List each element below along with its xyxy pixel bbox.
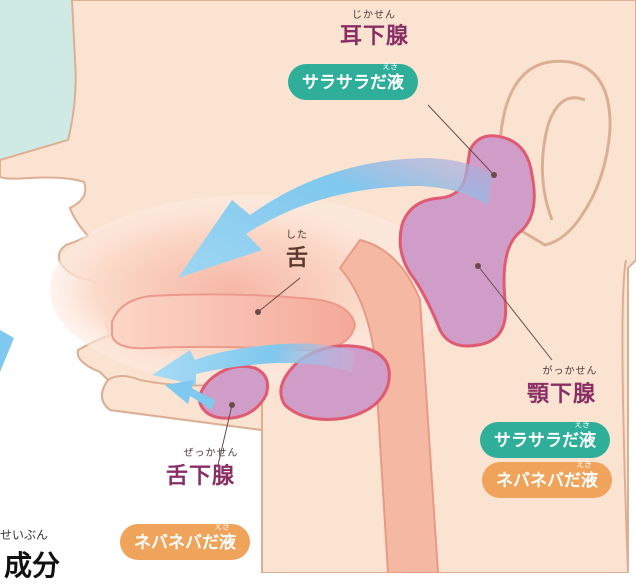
submandibular-saliva-text-serous: サラサラだ液 <box>494 431 596 451</box>
tongue-label: 舌 <box>286 240 308 272</box>
sublingual-saliva-badge: ネバネバだ液 えき <box>120 524 250 560</box>
parotid-label: 耳下腺 <box>340 18 409 50</box>
sublingual-leader-dot <box>229 402 235 408</box>
sublingual-label: 舌下腺 <box>166 458 235 490</box>
tongue-ruby: した <box>282 226 312 241</box>
parotid-saliva-text: サラサラだ液 <box>302 73 404 93</box>
tongue <box>112 294 355 350</box>
footer-ruby: せいぶん <box>0 526 48 543</box>
submandibular-label: 顎下腺 <box>527 376 596 408</box>
parotid-saliva-ruby: えき <box>382 61 398 73</box>
sublingual-saliva-ruby: えき <box>214 521 230 533</box>
submandibular-saliva-ruby-mucous: えき <box>576 459 592 471</box>
sublingual-ruby: ぜっかせん <box>176 444 246 459</box>
submandibular-ruby: がっかせん <box>535 362 605 377</box>
submandibular-leader-dot <box>475 263 481 269</box>
parotid-leader-dot <box>491 172 497 178</box>
submandibular-saliva-badge-serous: サラサラだ液 えき <box>480 422 610 458</box>
left-edge-arrow <box>0 330 14 372</box>
footer-heading: 成分 <box>4 544 60 584</box>
submandibular-saliva-badge-mucous: ネバネバだ液 えき <box>482 462 612 498</box>
parotid-saliva-badge: サラサラだ液 えき <box>288 64 418 100</box>
tongue-leader-dot <box>255 309 261 315</box>
sublingual-saliva-text: ネバネバだ液 <box>134 533 236 553</box>
submandibular-saliva-ruby-serous: えき <box>574 419 590 431</box>
submandibular-saliva-text-mucous: ネバネバだ液 <box>496 471 598 491</box>
